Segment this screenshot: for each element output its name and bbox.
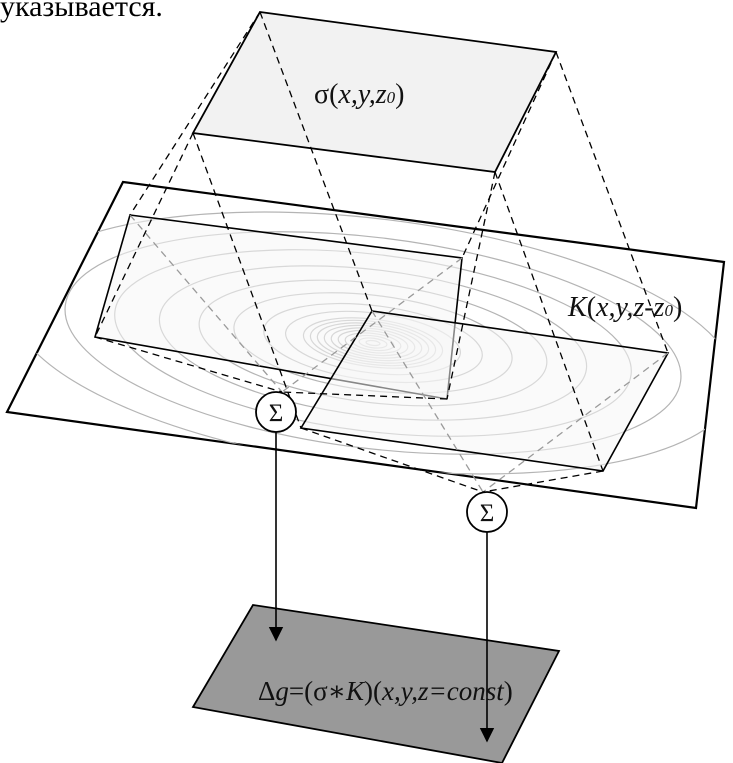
result-plane-label: Δg=(σ∗K)(x,y,z=const): [258, 676, 513, 706]
hidden-dashed-edges: [129, 214, 669, 493]
sigma-plane-label: σ(x,y,z0): [314, 79, 404, 110]
sum-node-left: Σ: [255, 391, 297, 433]
header-text-fragment: указывается.: [0, 0, 163, 23]
sum-symbol-right: Σ: [480, 500, 495, 527]
result-plane: [191, 604, 561, 763]
sum-node-right: Σ: [466, 491, 508, 533]
sum-symbol-left: Σ: [269, 400, 284, 427]
projection-dashed-lines: [94, 11, 669, 493]
kernel-plane-label: K(x,y,z-z0): [567, 292, 682, 323]
contour-ellipse: [64, 231, 682, 455]
